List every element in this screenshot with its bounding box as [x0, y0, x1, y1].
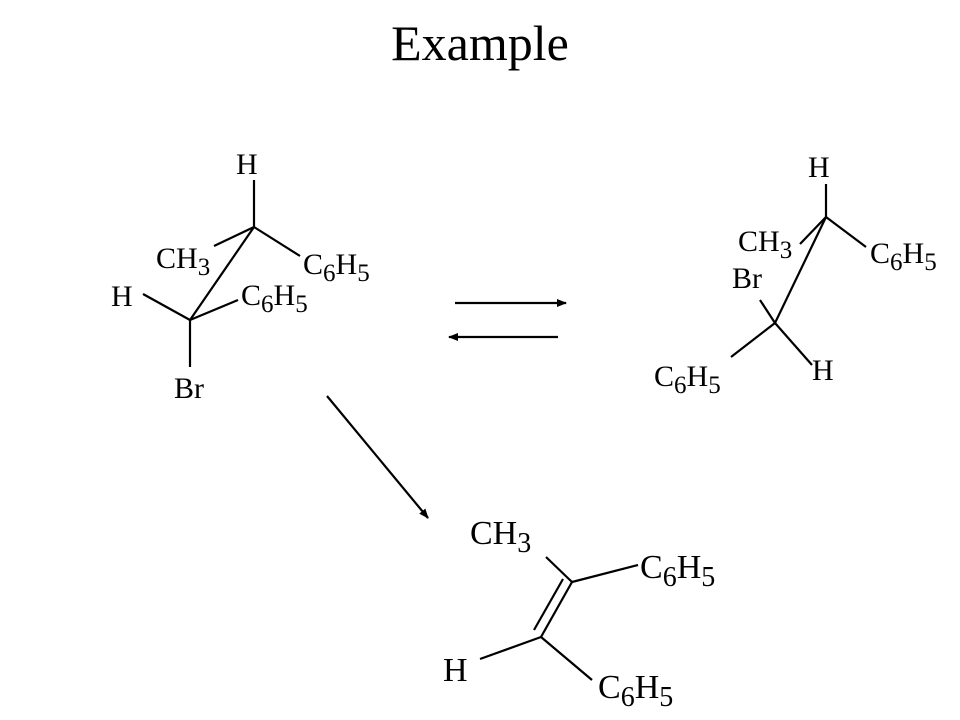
- bond-b-front-to-h: [774, 322, 813, 366]
- molecule-a: H CH3 C6H5 H C6H5 Br: [111, 148, 370, 405]
- molecule-b-br: Br: [732, 262, 762, 295]
- bond-a-back-to-ch3: [213, 226, 255, 247]
- bond-alkene-double-2: [533, 578, 564, 631]
- molecule-a-c6h5-front: C6H5: [241, 279, 308, 318]
- bond-b-front-to-c6h5: [730, 322, 776, 358]
- molecule-b-bottom-h: H: [812, 354, 834, 387]
- alkene-product: CH3 C6H5 H C6H5: [443, 515, 715, 713]
- alkene-c6h5-bottom: C6H5: [598, 669, 673, 713]
- bond-a-back-to-c6h5: [253, 226, 301, 257]
- bond-alkene-double-1: [540, 581, 573, 638]
- bond-a-front-to-h: [142, 293, 191, 321]
- molecule-b: H CH3 C6H5 Br C6H5 H: [654, 151, 937, 399]
- molecule-b-c6h5-back: C6H5: [870, 237, 937, 276]
- molecule-a-ch3: CH3: [156, 242, 210, 281]
- molecule-a-c6h5-back: C6H5: [303, 248, 370, 287]
- alkene-ch3: CH3: [470, 515, 531, 559]
- molecule-b-top-h: H: [808, 151, 830, 184]
- molecule-a-br: Br: [174, 372, 204, 405]
- bond-alkene-c1-to-c6h5: [571, 563, 639, 584]
- bond-alkene-c2-to-c6h5: [540, 636, 593, 681]
- bond-a-front-to-c6h5: [189, 298, 239, 322]
- equilibrium-arrows: [448, 299, 567, 341]
- molecule-b-c6h5-front: C6H5: [654, 360, 721, 399]
- bond-alkene-c1-to-ch3: [545, 556, 573, 583]
- bond-b-central: [774, 216, 827, 324]
- elimination-arrow: [326, 395, 429, 519]
- slide-title: Example: [391, 15, 569, 71]
- bond-a-central: [189, 226, 255, 321]
- alkene-h: H: [443, 652, 468, 689]
- bond-b-back-to-c6h5: [825, 216, 867, 248]
- bond-b-front-to-br: [759, 299, 776, 324]
- bond-b-back-to-ch3: [799, 216, 827, 245]
- alkene-c6h5-top: C6H5: [640, 549, 715, 593]
- molecule-a-top-h: H: [236, 148, 258, 181]
- bond-alkene-c2-to-h: [479, 635, 542, 661]
- molecule-a-left-h: H: [111, 280, 133, 313]
- molecule-b-ch3: CH3: [738, 225, 792, 264]
